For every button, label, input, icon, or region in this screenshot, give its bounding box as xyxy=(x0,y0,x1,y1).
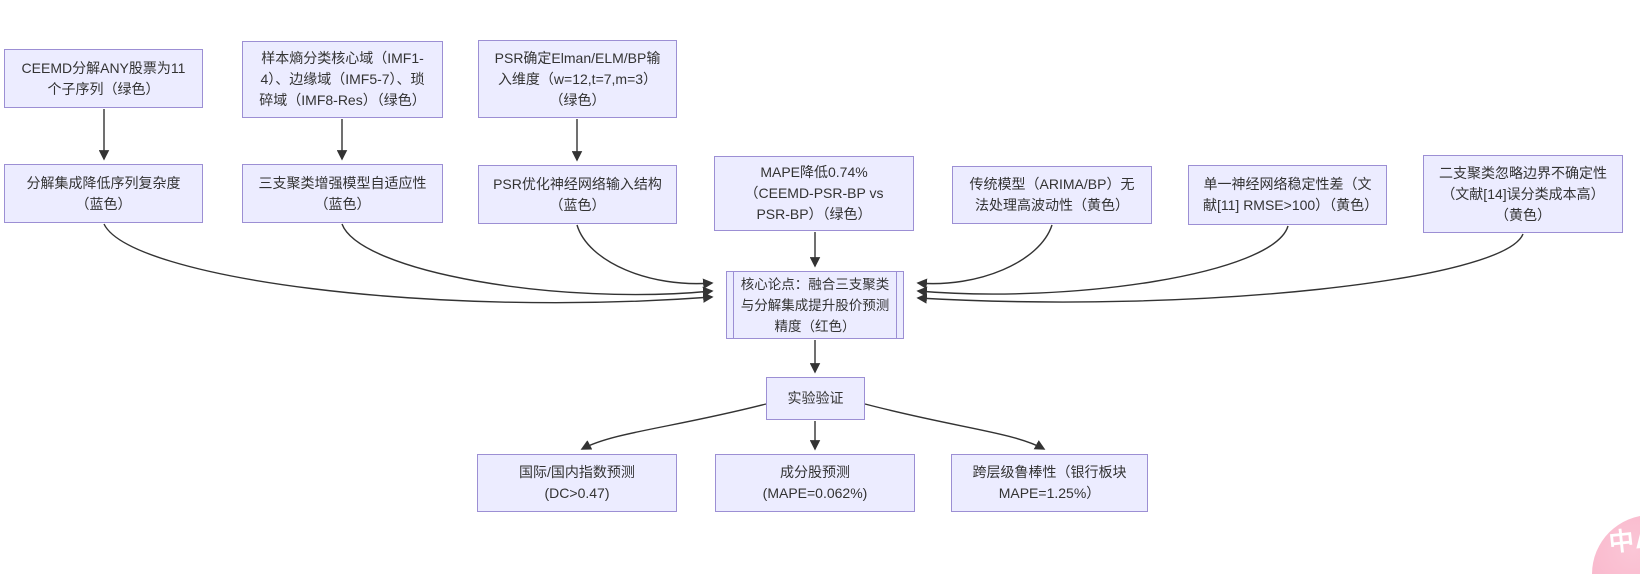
node-three-way-clustering-benefit: 三支聚类增强模型自适应性（蓝色） xyxy=(242,164,443,223)
node-psr-optimization-benefit: PSR优化神经网络输入结构（蓝色） xyxy=(478,165,677,224)
translate-plugin-badge[interactable]: 中A xyxy=(1592,515,1640,574)
node-cross-level-robustness-result: 跨层级鲁棒性（银行板块MAPE=1.25%） xyxy=(951,454,1148,512)
core-thesis-label: 核心论点：融合三支聚类与分解集成提升股价预测精度（红色） xyxy=(740,276,890,334)
node-constituent-stock-result: 成分股预测 (MAPE=0.062%) xyxy=(715,454,915,512)
node-traditional-model-limitation: 传统模型（ARIMA/BP）无法处理高波动性（黄色） xyxy=(952,166,1152,224)
node-experimental-validation: 实验验证 xyxy=(766,377,865,420)
edge-decomp-core xyxy=(103,223,714,304)
node-psr-input-dimension: PSR确定Elman/ELM/BP输入维度（w=12,t=7,m=3）（绿色） xyxy=(478,40,677,118)
edge-trad-core xyxy=(916,224,1053,289)
edge-threeway-core xyxy=(341,223,714,298)
node-sample-entropy-domains: 样本熵分类核心域（IMF1-4）、边缘域（IMF5-7）、琐碎域（IMF8-Re… xyxy=(242,41,443,118)
translate-icon: 中A xyxy=(1607,524,1640,558)
subroutine-left-line xyxy=(733,272,734,338)
node-ceemd-decomposition: CEEMD分解ANY股票为11个子序列（绿色） xyxy=(4,49,203,108)
edge-verify-robust xyxy=(864,403,1046,450)
node-single-nn-limitation: 单一神经网络稳定性差（文献[11] RMSE>100）（黄色） xyxy=(1188,165,1387,225)
edge-verify-index xyxy=(580,403,767,450)
node-index-prediction-result: 国际/国内指数预测 (DC>0.47) xyxy=(477,454,677,512)
edge-psropt-core xyxy=(576,224,714,289)
node-mape-improvement: MAPE降低0.74%（CEEMD-PSR-BP vs PSR-BP）（绿色） xyxy=(714,156,914,231)
edge-single-core xyxy=(916,225,1289,297)
subroutine-right-line xyxy=(896,272,897,338)
node-decomposition-benefit: 分解集成降低序列复杂度（蓝色） xyxy=(4,164,203,223)
node-two-way-clustering-limitation: 二支聚类忽略边界不确定性（文献[14]误分类成本高）（黄色） xyxy=(1423,155,1623,233)
edge-twoway-core xyxy=(916,233,1524,304)
node-core-thesis: 核心论点：融合三支聚类与分解集成提升股价预测精度（红色） xyxy=(726,271,904,339)
